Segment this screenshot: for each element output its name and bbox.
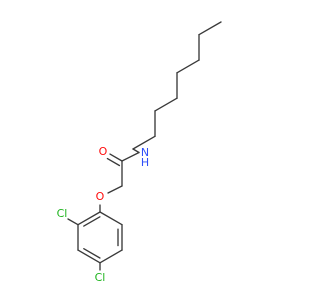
ring-bond-6 (77, 211, 101, 226)
atom-h-amide: H (141, 156, 149, 169)
bond-c7-c8 (132, 135, 156, 150)
bond-carbonyl-double-b (106, 157, 121, 167)
acetamide-linker (99, 151, 140, 213)
ring-bond-3 (99, 249, 123, 264)
atom-cl-para: Cl (95, 271, 106, 284)
bond-n-carbonylc (121, 151, 140, 162)
ring-inner-double-3 (83, 216, 101, 227)
atom-labels: O N H O Cl Cl (57, 145, 150, 284)
atom-n-amide: N (141, 146, 149, 159)
bond-c8-n (132, 148, 140, 154)
ring-inner-double-2 (83, 248, 101, 259)
octyl-chain (132, 21, 222, 154)
bond-ch2-oether (107, 185, 123, 194)
atom-cl-ortho: Cl (57, 207, 68, 220)
bond-c1-c2 (198, 21, 222, 36)
bond-ring-cl-ortho (67, 218, 79, 226)
atom-o-carbonyl: O (99, 145, 108, 158)
atom-o-ether: O (96, 190, 105, 203)
dichlorophenyl-ring (67, 211, 123, 271)
ring-bond-1 (99, 211, 123, 226)
ring-bond-4 (77, 249, 101, 264)
bond-c5-c6 (154, 97, 178, 112)
molecule-structure: O N H O Cl Cl (57, 21, 222, 284)
bond-c3-c4 (176, 59, 200, 74)
bond-carbonyl-double-a (109, 153, 123, 162)
